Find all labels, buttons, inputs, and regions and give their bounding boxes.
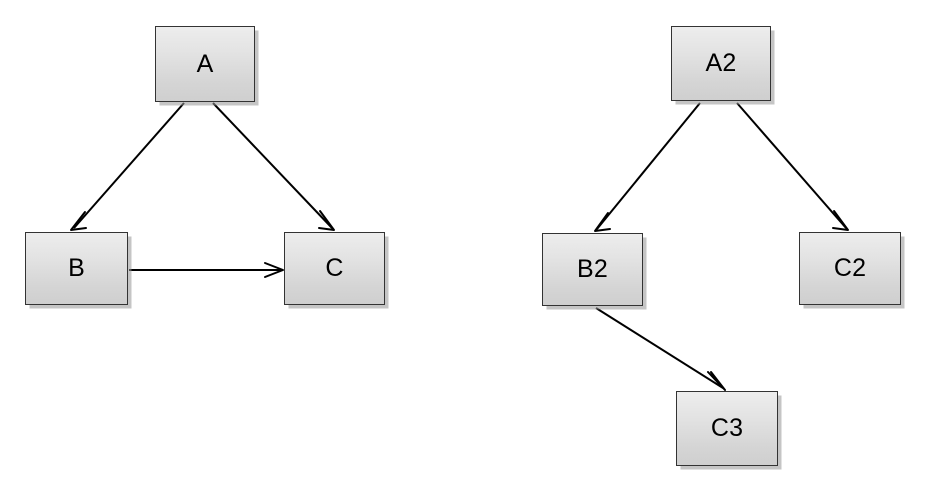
arrowhead-open-a2-to-b2 (594, 212, 611, 232)
edge-a-to-b-line (73, 102, 185, 229)
node-a[interactable]: A (155, 26, 255, 102)
node-b[interactable]: B (25, 232, 128, 305)
arrowhead-open-a2-to-c2 (832, 210, 849, 231)
arrowhead-open-a-to-b (70, 211, 87, 231)
node-c3-label: C3 (710, 414, 744, 442)
node-b2-label: B2 (577, 255, 608, 283)
arrowhead-open-a-to-c (318, 210, 335, 231)
node-a2-label: A2 (705, 49, 737, 77)
node-a-label: A (196, 49, 214, 78)
node-c3[interactable]: C3 (676, 391, 778, 466)
node-b-label: B (68, 254, 85, 282)
node-c[interactable]: C (284, 232, 385, 305)
edge-a2-to-b2-line (596, 102, 701, 230)
edge-a2-to-c2-line (736, 102, 847, 229)
edge-b-to-c[interactable] (129, 262, 284, 278)
node-c2-label: C2 (833, 254, 867, 282)
edge-a-to-c-line (212, 102, 333, 229)
node-a2[interactable]: A2 (671, 26, 771, 101)
edge-a2-to-b2[interactable] (594, 102, 701, 232)
edge-a-to-b[interactable] (70, 102, 185, 231)
node-c-label: C (325, 254, 344, 282)
edge-b2-to-c3[interactable] (595, 307, 726, 391)
arrowhead-open-b-to-c (264, 262, 284, 278)
edge-a-to-c[interactable] (212, 102, 335, 231)
node-b2[interactable]: B2 (542, 233, 643, 306)
edge-a2-to-c2[interactable] (736, 102, 849, 231)
edge-b2-to-c3-line (595, 307, 724, 389)
node-c2[interactable]: C2 (799, 232, 901, 305)
arrowhead-open-b2-to-c3 (707, 371, 726, 391)
